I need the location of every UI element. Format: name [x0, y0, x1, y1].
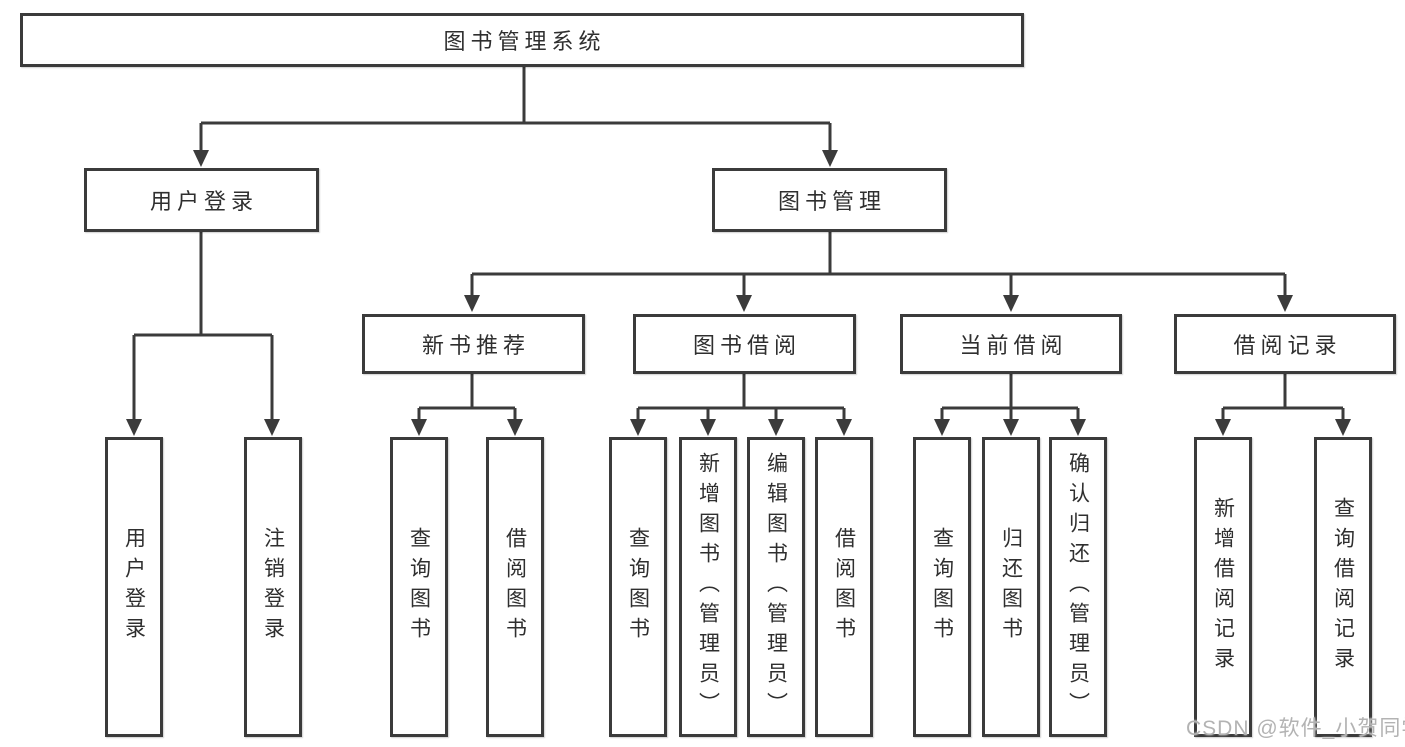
node-label: 查询图书	[626, 527, 650, 647]
node-label: 借阅记录	[1233, 333, 1342, 358]
node-label: 查询图书	[407, 527, 431, 647]
node-current-borrowing: 当前借阅	[900, 314, 1122, 374]
node-label: 用户登录	[149, 189, 258, 214]
node-book-management: 图书管理	[712, 168, 947, 232]
leaf-logout: 注销登录	[244, 437, 302, 737]
leaf-user-login: 用户登录	[105, 437, 163, 737]
leaf-borrow-books: 借阅图书	[815, 437, 873, 737]
leaf-query-books-current: 查询图书	[913, 437, 971, 737]
node-label: 用户登录	[122, 527, 146, 647]
node-label: 编辑图书（管理员）	[764, 452, 788, 722]
node-user-login: 用户登录	[84, 168, 319, 232]
leaf-add-book-admin: 新增图书（管理员）	[679, 437, 737, 737]
node-label: 新书推荐	[421, 333, 530, 358]
leaf-edit-book-admin: 编辑图书（管理员）	[747, 437, 805, 737]
leaf-return-books: 归还图书	[982, 437, 1040, 737]
node-label: 图书管理	[777, 189, 886, 214]
leaf-add-borrow-record: 新增借阅记录	[1194, 437, 1252, 737]
node-label: 确认归还（管理员）	[1066, 452, 1090, 722]
csdn-watermark: CSDN @软件_小贺同学	[1186, 717, 1405, 740]
node-borrowing-records: 借阅记录	[1174, 314, 1396, 374]
node-label: 当前借阅	[959, 333, 1068, 358]
node-label: 查询图书	[930, 527, 954, 647]
leaf-borrow-books-recommend: 借阅图书	[486, 437, 544, 737]
leaf-query-books-recommend: 查询图书	[390, 437, 448, 737]
node-label: 借阅图书	[503, 527, 527, 647]
node-label: 新增借阅记录	[1211, 497, 1235, 677]
node-label: 借阅图书	[832, 527, 856, 647]
leaf-query-books-borrow: 查询图书	[609, 437, 667, 737]
node-label: 归还图书	[999, 527, 1023, 647]
node-label: 新增图书（管理员）	[696, 452, 720, 722]
node-label: 查询借阅记录	[1331, 497, 1355, 677]
node-label: 图书借阅	[692, 333, 801, 358]
leaf-query-borrow-record: 查询借阅记录	[1314, 437, 1372, 737]
node-label: 图书管理系统	[443, 29, 606, 54]
node-label: 注销登录	[261, 527, 285, 647]
node-new-book-recommendation: 新书推荐	[362, 314, 585, 374]
node-book-borrowing: 图书借阅	[633, 314, 856, 374]
leaf-confirm-return-admin: 确认归还（管理员）	[1049, 437, 1107, 737]
node-library-management-system: 图书管理系统	[20, 13, 1024, 67]
